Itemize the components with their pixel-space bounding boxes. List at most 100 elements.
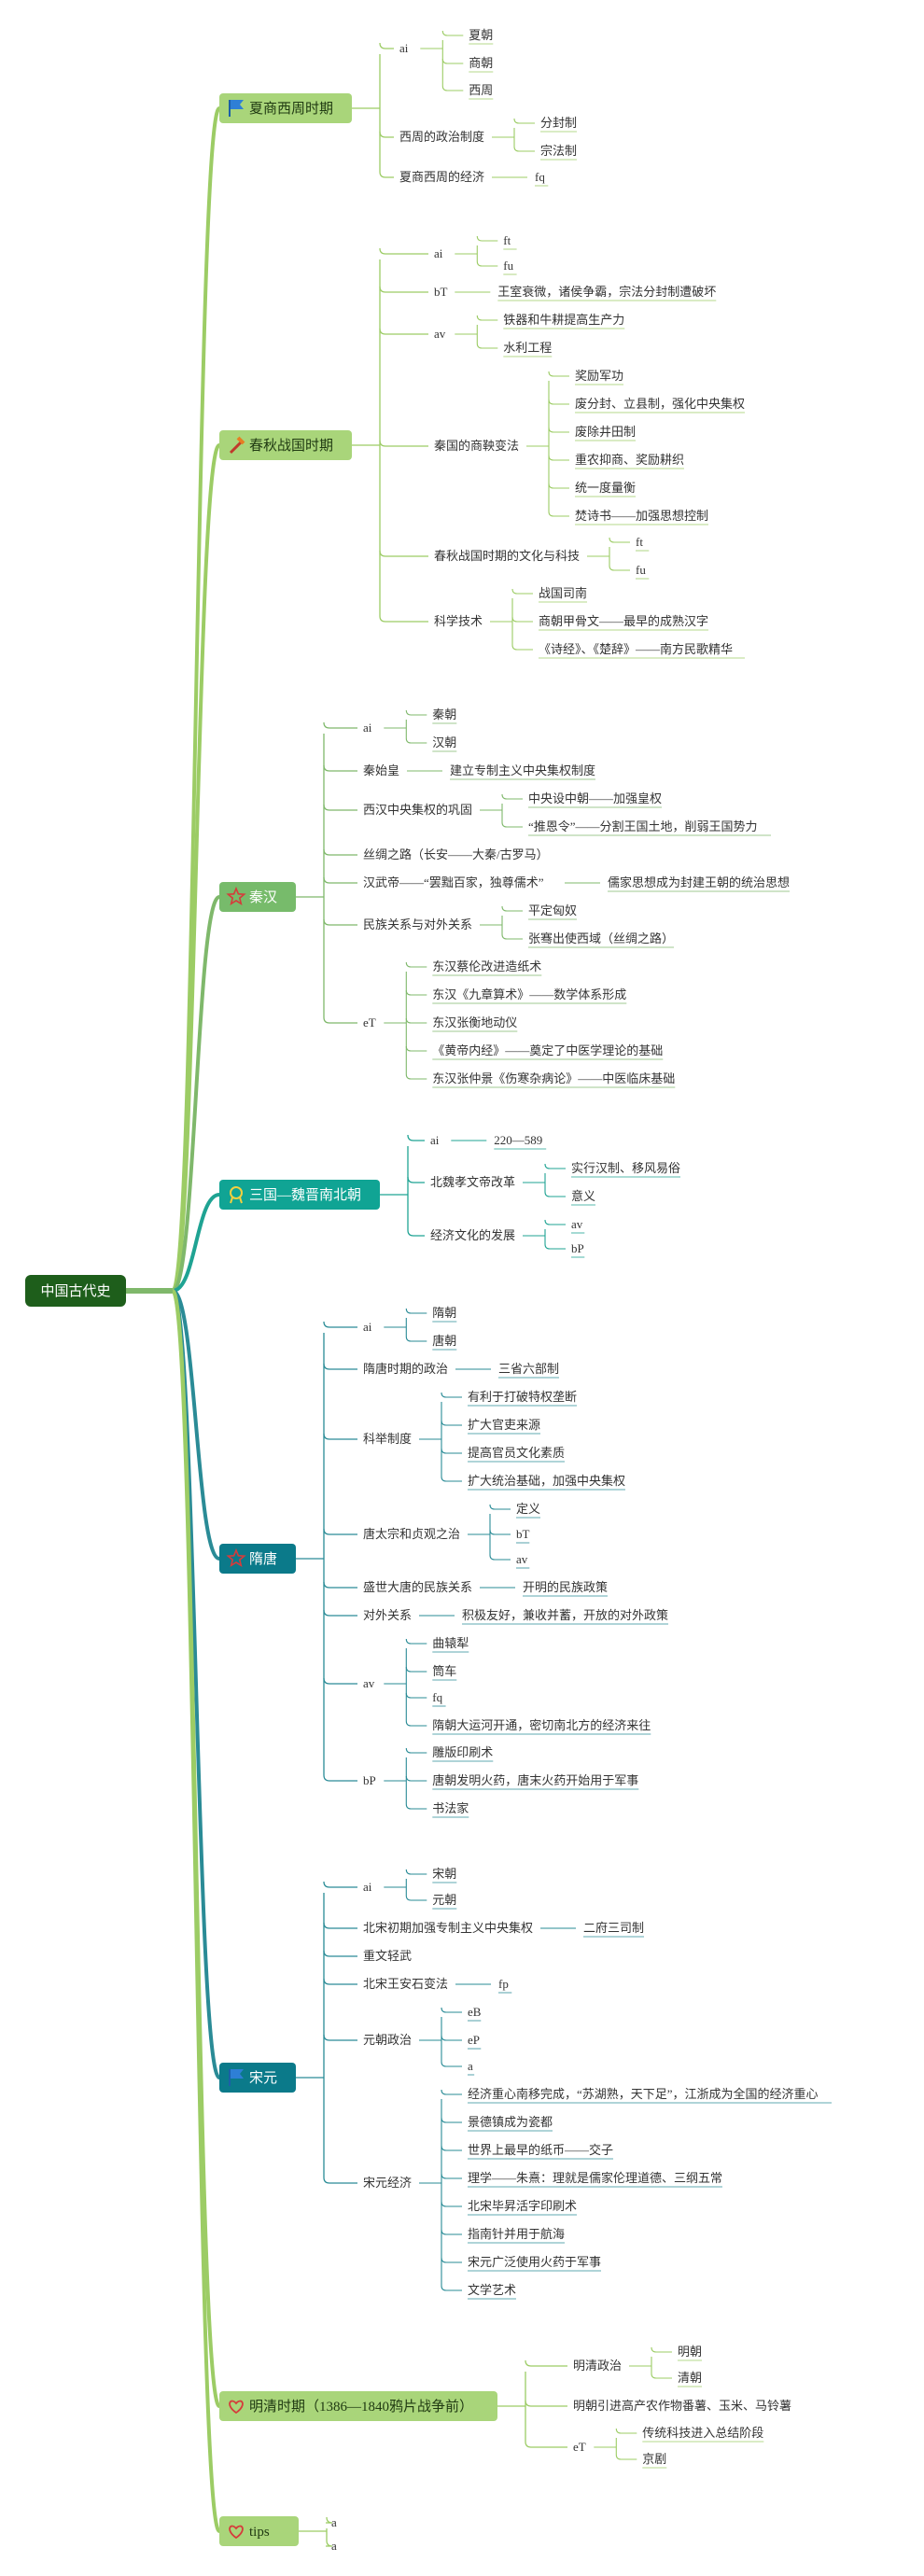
leaf-node-2-0[interactable]: 有利于打破特权垄断 [468,1390,577,1404]
leaf-node-0-1[interactable]: fu [503,259,513,273]
child-node-ai-0[interactable]: ai [363,1320,372,1334]
leaf-node-1-0[interactable]: 三省六部制 [498,1362,559,1376]
root-node[interactable]: 中国古代史 [25,1275,126,1307]
branch-node-6[interactable]: 宋元 [219,2063,296,2093]
leaf-node-6-3[interactable]: 隋朝大运河开通，密切南北方的经济来往 [432,1718,651,1732]
child-node--3[interactable]: 丝绸之路（长安——大秦/古罗马） [363,847,549,861]
child-node--2[interactable]: 科举制度 [363,1432,412,1446]
leaf-node-1-0[interactable]: 王室衰微，诸侯争霸，宗法分封制遭破坏 [497,285,716,299]
child-node--1[interactable]: 北宋初期加强专制主义中央集权 [363,1921,533,1935]
leaf-node-4-1[interactable]: fu [636,563,646,577]
child-node-bp-7[interactable]: bP [363,1773,376,1787]
leaf-node-4-0[interactable]: eB [468,2005,482,2019]
leaf-node-0-0[interactable]: 宋朝 [432,1867,456,1881]
leaf-node-5-3[interactable]: 理学——朱熹：理就是儒家伦理道德、三纲五常 [468,2171,722,2185]
leaf-node-4-0[interactable]: ft [636,535,643,549]
leaf-node-5-6[interactable]: 宋元广泛使用火药于军事 [468,2255,601,2269]
child-node--5[interactable]: 民族关系与对外关系 [363,917,472,931]
leaf-node-6-0[interactable]: 东汉蔡伦改进造纸术 [432,959,541,973]
leaf-node-1-0[interactable]: 实行汉制、移风易俗 [571,1161,680,1175]
child-node-bt-1[interactable]: bT [434,285,448,299]
child-node--1[interactable]: 西周的政治制度 [399,130,484,144]
child-node-av-2[interactable]: av [434,327,446,341]
leaf-node-1-0[interactable]: 分封制 [540,116,577,130]
leaf-node-2-1[interactable]: 扩大官吏来源 [468,1418,540,1432]
child-node--5[interactable]: 宋元经济 [363,2176,412,2190]
child-node-a-1[interactable]: a [331,2539,337,2553]
leaf-node-3-3[interactable]: 重农抑商、奖励耕织 [575,453,684,467]
child-node--3[interactable]: 唐太宗和贞观之治 [363,1527,460,1541]
leaf-node-2-0[interactable]: 传统科技进入总结阶段 [642,2426,763,2440]
child-node-ai-0[interactable]: ai [399,41,409,55]
leaf-node-2-3[interactable]: 扩大统治基础，加强中央集权 [468,1474,625,1488]
leaf-node-1-0[interactable]: 二府三司制 [583,1921,644,1935]
branch-node-5[interactable]: 隋唐 [219,1544,296,1574]
leaf-node-0-0[interactable]: ft [503,233,511,247]
leaf-node-0-1[interactable]: 唐朝 [432,1334,456,1348]
leaf-node-5-1[interactable]: 张骞出使西域（丝绸之路） [528,931,674,945]
leaf-node-5-2[interactable]: 《诗经》、《楚辞》——南方民歌精华 [539,642,733,656]
child-node--4[interactable]: 元朝政治 [363,2033,412,2047]
leaf-node-5-0[interactable]: 战国司南 [539,586,587,600]
child-node--1[interactable]: 隋唐时期的政治 [363,1362,448,1376]
leaf-node-3-5[interactable]: 焚诗书——加强思想控制 [575,509,708,523]
leaf-node-6-4[interactable]: 东汉张仲景《伤寒杂病论》——中医临床基础 [432,1071,675,1085]
leaf-node-3-2[interactable]: av [516,1552,528,1566]
branch-node-3[interactable]: 秦汉 [219,882,296,912]
leaf-node-2-0[interactable]: fq [535,170,545,184]
leaf-node-4-0[interactable]: 儒家思想成为封建王朝的统治思想 [608,875,790,889]
leaf-node-6-3[interactable]: 《黄帝内经》——奠定了中医学理论的基础 [432,1043,663,1057]
child-node--2[interactable]: 西汉中央集权的巩固 [363,803,472,817]
leaf-node-0-0[interactable]: 明朝 [678,2345,702,2359]
child-node--0[interactable]: 明清政治 [573,2359,622,2373]
leaf-node-5-0[interactable]: 平定匈奴 [528,903,577,917]
leaf-node-6-0[interactable]: 曲辕犁 [432,1636,469,1650]
child-node--3[interactable]: 秦国的商鞅变法 [434,439,519,453]
leaf-node-3-2[interactable]: 废除井田制 [575,425,636,439]
leaf-node-6-1[interactable]: 东汉《九章算术》——数学体系形成 [432,987,626,1001]
leaf-node-5-2[interactable]: 世界上最早的纸币——交子 [468,2143,613,2157]
branch-node-8[interactable]: tips [219,2516,299,2546]
leaf-node-4-2[interactable]: a [468,2059,473,2073]
child-node--4[interactable]: 汉武帝——“罢黜百家，独尊儒术” [363,875,544,889]
child-node-ai-0[interactable]: ai [434,246,443,260]
child-node--5[interactable]: 科学技术 [434,614,483,628]
leaf-node-5-4[interactable]: 北宋毕昇活字印刷术 [468,2199,577,2213]
branch-node-2[interactable]: 春秋战国时期 [219,430,352,460]
child-node-ai-0[interactable]: ai [363,1880,372,1894]
child-node--4[interactable]: 春秋战国时期的文化与科技 [434,549,580,563]
child-node--1[interactable]: 北魏孝文帝改革 [430,1175,515,1189]
leaf-node-0-1[interactable]: 元朝 [432,1893,456,1907]
leaf-node-2-1[interactable]: 京剧 [642,2452,666,2466]
leaf-node-2-1[interactable]: bP [571,1241,584,1255]
branch-node-4[interactable]: 三国—魏晋南北朝 [219,1180,380,1210]
child-node--4[interactable]: 盛世大唐的民族关系 [363,1580,472,1594]
leaf-node-3-1[interactable]: 废分封、立县制，强化中央集权 [575,397,745,411]
leaf-node-5-0[interactable]: 积极友好，兼收并蓄，开放的对外政策 [462,1608,668,1622]
leaf-node-7-0[interactable]: 雕版印刷术 [432,1745,493,1759]
leaf-node-5-5[interactable]: 指南针并用于航海 [468,2227,565,2241]
leaf-node-6-2[interactable]: fq [432,1690,442,1704]
leaf-node-5-1[interactable]: 商朝甲骨文——最早的成熟汉字 [539,614,708,628]
child-node-ai-0[interactable]: ai [363,721,372,735]
child-node--5[interactable]: 对外关系 [363,1608,412,1622]
leaf-node-2-0[interactable]: av [571,1217,583,1231]
leaf-node-6-2[interactable]: 东汉张衡地动仪 [432,1015,517,1029]
leaf-node-2-0[interactable]: 铁器和牛耕提高生产力 [503,313,624,327]
leaf-node-7-2[interactable]: 书法家 [432,1801,469,1815]
leaf-node-3-4[interactable]: 统一度量衡 [575,481,636,495]
leaf-node-0-1[interactable]: 商朝 [469,56,493,70]
child-node--2[interactable]: 重文轻武 [363,1949,412,1963]
leaf-node-2-2[interactable]: 提高官员文化素质 [468,1446,565,1460]
leaf-node-7-1[interactable]: 唐朝发明火药，唐末火药开始用于军事 [432,1773,638,1787]
branch-node-7[interactable]: 明清时期（1386—1840鸦片战争前） [219,2391,497,2421]
leaf-node-3-0[interactable]: 定义 [516,1502,540,1516]
leaf-node-2-0[interactable]: 中央设中朝——加强皇权 [528,791,662,805]
leaf-node-5-7[interactable]: 文学艺术 [468,2283,516,2297]
leaf-node-6-1[interactable]: 筒车 [432,1664,456,1678]
leaf-node-0-2[interactable]: 西周 [469,83,493,97]
leaf-node-5-1[interactable]: 景德镇成为瓷都 [468,2115,553,2129]
leaf-node-3-0[interactable]: 奖励军功 [575,369,623,383]
leaf-node-2-1[interactable]: 水利工程 [503,341,552,355]
child-node-et-2[interactable]: eT [573,2440,586,2454]
